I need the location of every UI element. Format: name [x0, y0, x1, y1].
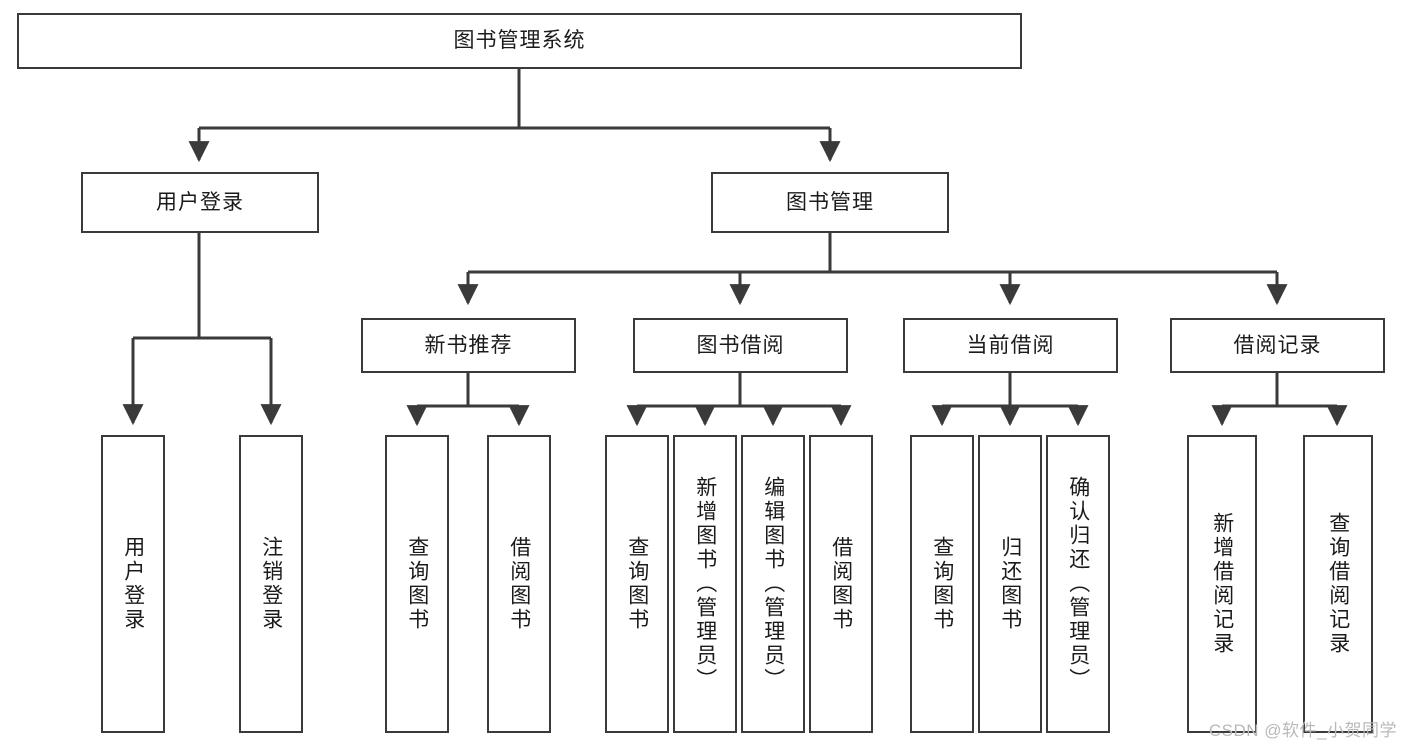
node-label: 确认归还（管理员）: [1066, 476, 1090, 692]
node-book-management[interactable]: 图书管理: [711, 172, 949, 233]
leaf-borrow-borrow-book[interactable]: 借阅图书: [809, 435, 873, 733]
node-label: 新增图书（管理员）: [693, 476, 717, 692]
node-label: 借阅图书: [507, 536, 531, 632]
node-label: 用户登录: [121, 536, 145, 632]
node-label: 注销登录: [259, 536, 283, 632]
node-label: 图书管理: [786, 190, 874, 214]
leaf-newbook-query-book[interactable]: 查询图书: [385, 435, 449, 733]
leaf-borrow-edit-book-admin[interactable]: 编辑图书（管理员）: [741, 435, 805, 733]
node-label: 借阅记录: [1233, 333, 1322, 357]
leaf-borrow-query-book[interactable]: 查询图书: [605, 435, 669, 733]
node-new-book-recommend[interactable]: 新书推荐: [361, 318, 576, 373]
node-label: 用户登录: [156, 190, 244, 214]
node-label: 借阅图书: [829, 536, 853, 632]
node-book-borrow[interactable]: 图书借阅: [633, 318, 848, 373]
node-label: 查询图书: [405, 536, 429, 632]
node-label: 查询图书: [930, 536, 954, 632]
leaf-newbook-borrow-book[interactable]: 借阅图书: [487, 435, 551, 733]
node-label: 当前借阅: [966, 333, 1055, 357]
node-label: 新书推荐: [424, 333, 513, 357]
node-current-borrow[interactable]: 当前借阅: [903, 318, 1118, 373]
leaf-current-return-book[interactable]: 归还图书: [978, 435, 1042, 733]
node-label: 归还图书: [998, 536, 1022, 632]
node-label: 新增借阅记录: [1210, 512, 1234, 656]
leaf-record-add-record[interactable]: 新增借阅记录: [1187, 435, 1257, 733]
node-root[interactable]: 图书管理系统: [17, 13, 1022, 69]
csdn-watermark: CSDN @软件_小贺同学: [1208, 721, 1397, 740]
node-label: 查询图书: [625, 536, 649, 632]
leaf-current-confirm-return-admin[interactable]: 确认归还（管理员）: [1046, 435, 1110, 733]
node-label: 图书借阅: [696, 333, 785, 357]
node-user-login[interactable]: 用户登录: [81, 172, 319, 233]
node-borrow-record[interactable]: 借阅记录: [1170, 318, 1385, 373]
node-label: 编辑图书（管理员）: [761, 476, 785, 692]
leaf-logout[interactable]: 注销登录: [239, 435, 303, 733]
node-label: 查询借阅记录: [1326, 512, 1350, 656]
node-label: 图书管理系统: [453, 29, 586, 53]
leaf-user-login[interactable]: 用户登录: [101, 435, 165, 733]
leaf-current-query-book[interactable]: 查询图书: [910, 435, 974, 733]
leaf-borrow-add-book-admin[interactable]: 新增图书（管理员）: [673, 435, 737, 733]
leaf-record-query-record[interactable]: 查询借阅记录: [1303, 435, 1373, 733]
